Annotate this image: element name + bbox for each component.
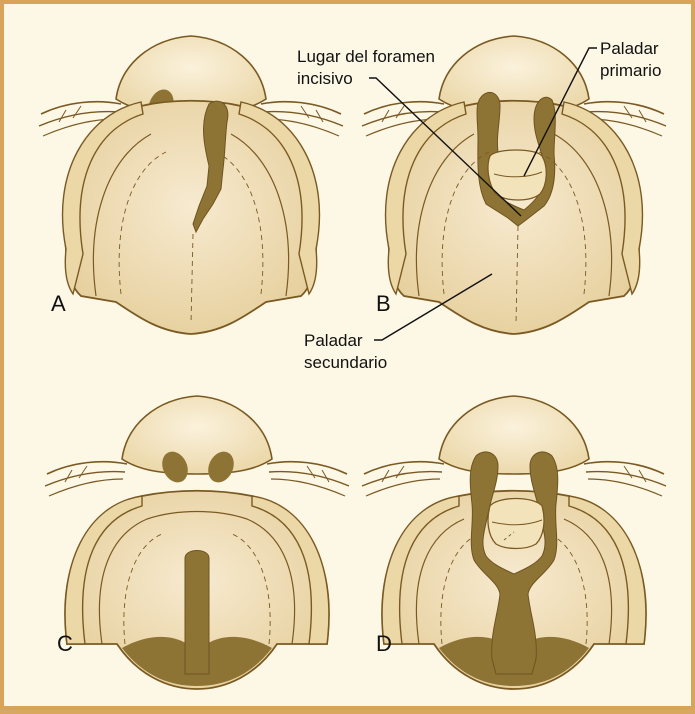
panel-letter-b: B [376, 291, 391, 316]
panel-letter-c: C [57, 631, 73, 656]
label-primary-line1: Paladar [600, 39, 659, 58]
panel-letter-a: A [51, 291, 66, 316]
label-primary-line2: primario [600, 61, 661, 80]
panel-d: D [362, 396, 666, 689]
label-foramen-line2: incisivo [297, 69, 353, 88]
panel-c: C [45, 396, 349, 689]
label-secondary-line2: secundario [304, 353, 387, 372]
panel-letter-d: D [376, 631, 392, 656]
panel-b: B [362, 36, 666, 334]
label-secondary-line1: Paladar [304, 331, 363, 350]
label-foramen-line1: Lugar del foramen [297, 47, 435, 66]
palate-diagram: A B Lugar del foramen incisivo Paladar p… [4, 4, 695, 714]
